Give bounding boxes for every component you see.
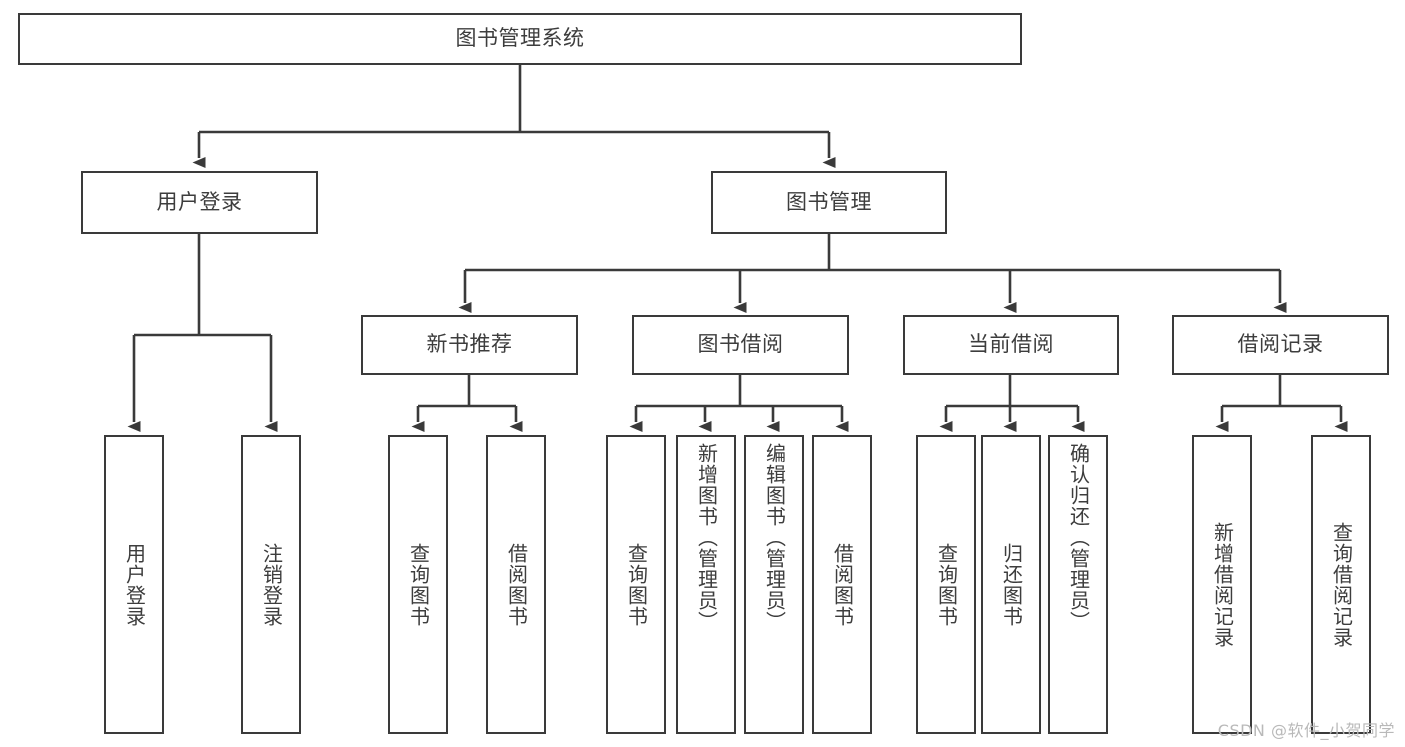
leaf-add-borrow-record[interactable]: 新增借阅记录 (1192, 435, 1252, 734)
leaf-logout-label: 注销登录 (259, 542, 284, 627)
leaf-edit-book-admin-label: 编辑图书（管理员） (762, 443, 787, 632)
node-book-management[interactable]: 图书管理 (711, 171, 947, 234)
leaf-add-book-admin[interactable]: 新增图书（管理员） (676, 435, 736, 734)
leaf-borrow-book-recommend[interactable]: 借阅图书 (486, 435, 546, 734)
leaf-user-login[interactable]: 用户登录 (104, 435, 164, 734)
node-root-system[interactable]: 图书管理系统 (18, 13, 1022, 65)
leaf-add-borrow-record-label: 新增借阅记录 (1210, 521, 1235, 648)
leaf-confirm-return-admin[interactable]: 确认归还（管理员） (1048, 435, 1108, 734)
leaf-return-book[interactable]: 归还图书 (981, 435, 1041, 734)
leaf-add-book-admin-label: 新增图书（管理员） (694, 443, 719, 632)
leaf-query-book-recommend-label: 查询图书 (406, 542, 431, 627)
leaf-logout[interactable]: 注销登录 (241, 435, 301, 734)
leaf-return-book-label: 归还图书 (999, 542, 1024, 627)
leaf-query-book-borrow[interactable]: 查询图书 (606, 435, 666, 734)
leaf-borrow-book-label: 借阅图书 (830, 542, 855, 627)
leaf-user-login-label: 用户登录 (122, 542, 147, 627)
leaf-confirm-return-admin-label: 确认归还（管理员） (1066, 443, 1091, 632)
node-current-borrow-label: 当前借阅 (968, 332, 1054, 357)
leaf-query-borrow-record[interactable]: 查询借阅记录 (1311, 435, 1371, 734)
node-new-book-recommend-label: 新书推荐 (426, 332, 513, 357)
node-root-label: 图书管理系统 (455, 26, 585, 51)
node-borrow-record-label: 借阅记录 (1237, 332, 1324, 357)
leaf-query-book-borrow-label: 查询图书 (624, 542, 649, 627)
leaf-borrow-book[interactable]: 借阅图书 (812, 435, 872, 734)
node-borrow-record[interactable]: 借阅记录 (1172, 315, 1389, 375)
node-current-borrow[interactable]: 当前借阅 (903, 315, 1119, 375)
watermark-text: CSDN @软件_小贺同学 (1217, 721, 1395, 740)
leaf-query-book-recommend[interactable]: 查询图书 (388, 435, 448, 734)
node-book-borrow-label: 图书借阅 (697, 332, 784, 357)
leaf-edit-book-admin[interactable]: 编辑图书（管理员） (744, 435, 804, 734)
leaf-borrow-book-recommend-label: 借阅图书 (504, 542, 529, 627)
node-book-management-label: 图书管理 (786, 189, 872, 214)
leaf-query-book-current-label: 查询图书 (934, 542, 959, 627)
node-new-book-recommend[interactable]: 新书推荐 (361, 315, 578, 375)
node-user-login-label: 用户登录 (156, 189, 243, 214)
node-user-login[interactable]: 用户登录 (81, 171, 318, 234)
leaf-query-book-current[interactable]: 查询图书 (916, 435, 976, 734)
node-book-borrow[interactable]: 图书借阅 (632, 315, 849, 375)
leaf-query-borrow-record-label: 查询借阅记录 (1329, 521, 1354, 648)
